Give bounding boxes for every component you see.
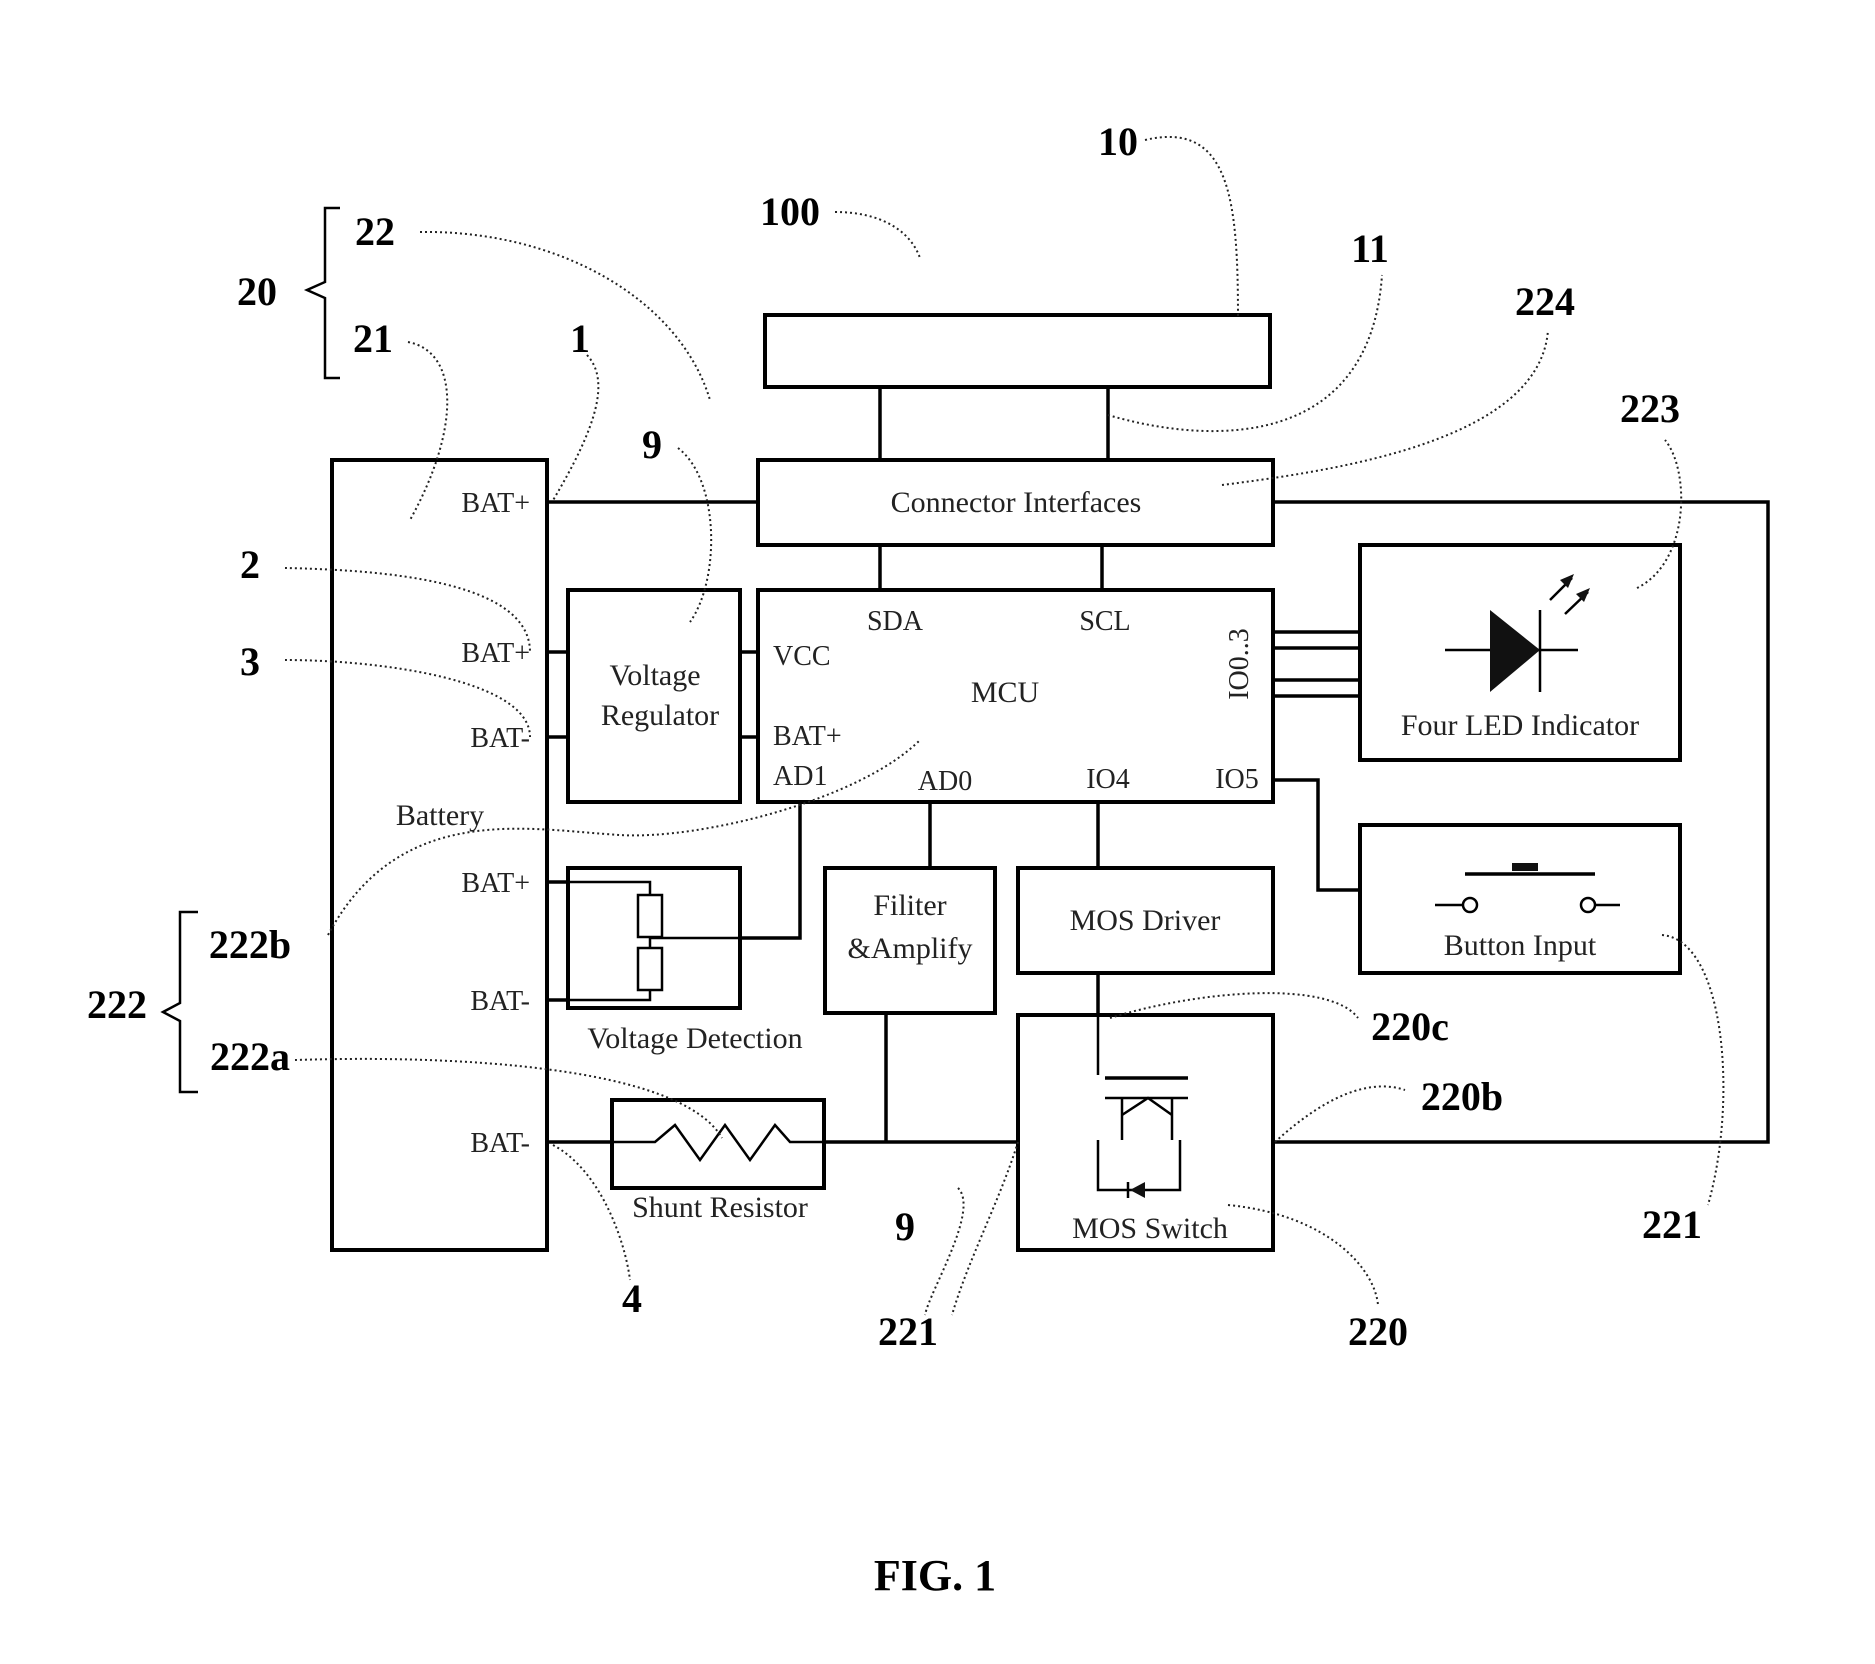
battery-pin-2: BAT+: [461, 638, 530, 669]
battery-pin-5: BAT-: [470, 986, 530, 1017]
ref-3: 3: [240, 639, 260, 684]
mcu-pin-io0-3: IO0..3: [1224, 628, 1255, 700]
mcu-pin-ad0: AD0: [918, 766, 972, 797]
battery-pin-6: BAT-: [470, 1128, 530, 1159]
mcu-pin-io4: IO4: [1086, 764, 1130, 795]
filter-amplify-label-2: &Amplify: [848, 932, 973, 965]
voltage-regulator-label-1: Voltage: [609, 659, 700, 692]
mcu-pin-sda: SDA: [867, 606, 924, 637]
ref-220c: 220c: [1371, 1004, 1449, 1049]
shunt-resistor-label: Shunt Resistor: [632, 1191, 808, 1224]
device-10-box: [765, 315, 1270, 387]
ref-222: 222: [87, 982, 147, 1027]
filter-amplify-label-1: Filiter: [873, 889, 946, 922]
battery-pin-4: BAT+: [461, 868, 530, 899]
mcu-pin-vcc: VCC: [773, 641, 831, 672]
mcu-label: MCU: [971, 676, 1040, 709]
mos-driver-label: MOS Driver: [1070, 904, 1221, 937]
ref-100: 100: [760, 189, 820, 234]
voltage-regulator-box: [568, 590, 740, 802]
ref-224: 224: [1515, 279, 1575, 324]
four-led-indicator-label: Four LED Indicator: [1401, 709, 1639, 742]
ref-221-bottom: 221: [878, 1309, 938, 1354]
ref-220b: 220b: [1421, 1074, 1503, 1119]
battery-pin-1: BAT+: [461, 488, 530, 519]
ref-21: 21: [353, 316, 393, 361]
shunt-resistor-box: [612, 1100, 824, 1188]
voltage-regulator-label-2: Regulator: [601, 699, 719, 732]
ref-222a: 222a: [210, 1034, 290, 1079]
mosfet-icon: [1098, 973, 1188, 1198]
ref-22: 22: [355, 209, 395, 254]
ref-1: 1: [570, 316, 590, 361]
mos-switch-label: MOS Switch: [1072, 1212, 1228, 1245]
ref-221-right: 221: [1642, 1202, 1702, 1247]
ref-9-top: 9: [642, 422, 662, 467]
brace-20: [307, 208, 340, 378]
resistor-divider-icon: [568, 882, 740, 1000]
ref-9-bottom: 9: [895, 1204, 915, 1249]
mcu-pin-ad1: AD1: [773, 761, 827, 792]
battery-label: Battery: [396, 799, 484, 832]
ref-222b: 222b: [209, 922, 291, 967]
battery-pin-3: BAT-: [470, 723, 530, 754]
mcu-pin-scl: SCL: [1079, 606, 1130, 637]
brace-222: [163, 912, 198, 1092]
mcu-pin-io5: IO5: [1215, 764, 1259, 795]
ref-10: 10: [1098, 119, 1138, 164]
ref-223: 223: [1620, 386, 1680, 431]
connector-interfaces-label: Connector Interfaces: [891, 486, 1142, 519]
push-button-icon: [1435, 863, 1620, 912]
ref-4: 4: [622, 1276, 642, 1321]
led-diode-icon: [1445, 574, 1590, 692]
button-input-label: Button Input: [1444, 929, 1597, 962]
ref-20: 20: [237, 269, 277, 314]
ref-220: 220: [1348, 1309, 1408, 1354]
voltage-detection-label: Voltage Detection: [587, 1022, 802, 1055]
ref-2: 2: [240, 542, 260, 587]
ref-11: 11: [1351, 226, 1389, 271]
mcu-pin-bat: BAT+: [773, 721, 842, 752]
figure-caption: FIG. 1: [874, 1551, 996, 1600]
shunt-resistor-icon: [612, 1125, 824, 1160]
